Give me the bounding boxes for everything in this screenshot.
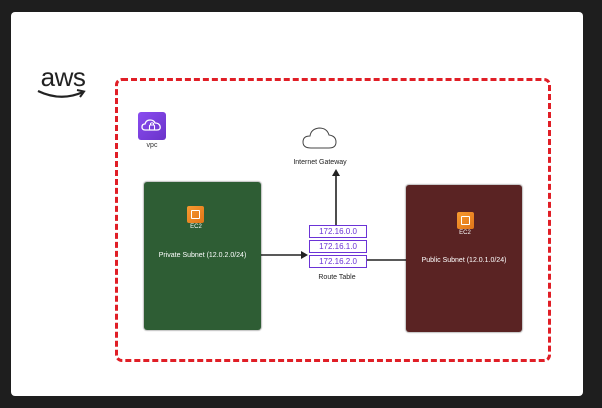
public-subnet-label: Public Subnet (12.0.1.0/24) <box>421 257 507 264</box>
vpc-label: vpc <box>146 142 158 149</box>
cloud-icon <box>302 127 337 149</box>
diagram-canvas: aws vpc Internet Gateway EC2 Private Sub… <box>11 12 583 396</box>
public-subnet: EC2 Public Subnet (12.0.1.0/24) <box>406 185 522 332</box>
vpc-icon <box>138 112 166 140</box>
vpc-boundary <box>115 78 551 362</box>
ec2-icon <box>457 212 474 229</box>
ec2-label: EC2 <box>459 230 471 236</box>
route-entry: 172.16.0.0 <box>309 225 367 238</box>
connectors <box>261 127 406 264</box>
route-entry: 172.16.2.0 <box>309 255 367 268</box>
ec2-label: EC2 <box>190 224 202 230</box>
route-table-label: Route Table <box>318 274 356 281</box>
aws-smile-icon <box>37 89 86 98</box>
private-subnet: EC2 Private Subnet (12.0.2.0/24) <box>144 182 261 330</box>
aws-logo-text: aws <box>40 62 86 92</box>
private-subnet-label: Private Subnet (12.0.2.0/24) <box>158 252 247 259</box>
internet-gateway-label: Internet Gateway <box>293 159 347 166</box>
ec2-icon <box>187 206 204 223</box>
route-entry: 172.16.1.0 <box>309 240 367 253</box>
